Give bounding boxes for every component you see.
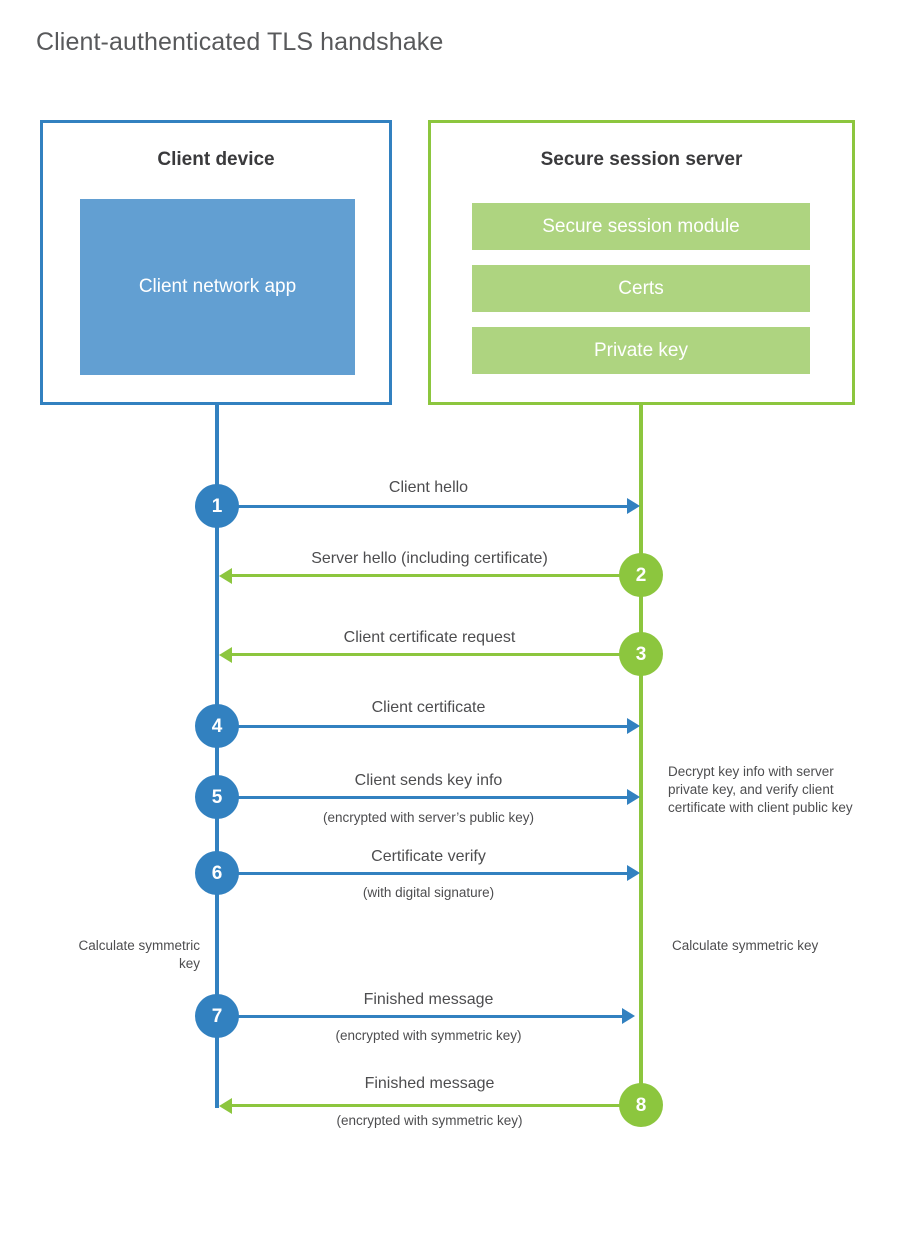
step-4-arrow-head-icon (627, 718, 640, 734)
step-8-sublabel: (encrypted with symmetric key) (336, 1113, 523, 1128)
client-device-box: Client device Client network app (40, 120, 392, 405)
page-title: Client-authenticated TLS handshake (36, 28, 444, 56)
step-8-arrow-line (232, 1104, 632, 1107)
step-1-badge: 1 (195, 484, 239, 528)
step-1-arrow-head-icon (627, 498, 640, 514)
step-6-arrow-line (217, 872, 627, 875)
step-4-label: Client certificate (371, 699, 486, 716)
step-8-label: Finished message (364, 1075, 495, 1092)
client-device-title: Client device (157, 149, 275, 170)
step-6-label: Certificate verify (371, 848, 486, 865)
step-5-arrow-line (217, 796, 627, 799)
step-3-badge: 3 (619, 632, 663, 676)
step-4-badge: 4 (195, 704, 239, 748)
step-2-arrow-head-icon (219, 568, 232, 584)
step-7-sublabel: (encrypted with symmetric key) (335, 1028, 522, 1043)
step-7-arrow-head-icon (622, 1008, 635, 1024)
secure-session-server-box: Secure session server Secure session mod… (428, 120, 855, 405)
step-6-arrow-head-icon (627, 865, 640, 881)
step-3-arrow-line (232, 653, 632, 656)
step-7-label: Finished message (363, 991, 494, 1008)
step-6-badge: 6 (195, 851, 239, 895)
step-1-arrow-line (217, 505, 627, 508)
server-calculate-symmetric-key-note: Calculate symmetric key (672, 938, 819, 953)
server-module-private-key: Private key (472, 327, 810, 374)
client-calculate-symmetric-key-note: Calculate symmetric key (78, 938, 200, 971)
step-5-sublabel: (encrypted with server’s public key) (322, 810, 535, 825)
client-network-app-block: Client network app (80, 199, 355, 375)
step-2-badge: 2 (619, 553, 663, 597)
secure-session-server-title: Secure session server (540, 149, 743, 170)
server-lifeline (639, 405, 643, 1107)
step-7-arrow-line (217, 1015, 622, 1018)
step-6-sublabel: (with digital signature) (362, 885, 495, 900)
step-4-arrow-line (217, 725, 627, 728)
step-8-badge: 8 (619, 1083, 663, 1127)
step-7-badge: 7 (195, 994, 239, 1038)
step-3-arrow-head-icon (219, 647, 232, 663)
step-5-arrow-head-icon (627, 789, 640, 805)
step-2-arrow-line (232, 574, 632, 577)
step-1-label: Client hello (388, 479, 469, 496)
step-8-arrow-head-icon (219, 1098, 232, 1114)
server-module-certs: Certs (472, 265, 810, 312)
step-5-badge: 5 (195, 775, 239, 819)
server-module-secure-session-module: Secure session module (472, 203, 810, 250)
client-lifeline (215, 405, 219, 1108)
step-5-label: Client sends key info (354, 772, 503, 789)
step-2-label: Server hello (including certificate) (311, 550, 548, 567)
step-3-label: Client certificate request (343, 629, 516, 646)
server-decrypt-note: Decrypt key info with server private key… (668, 764, 853, 815)
